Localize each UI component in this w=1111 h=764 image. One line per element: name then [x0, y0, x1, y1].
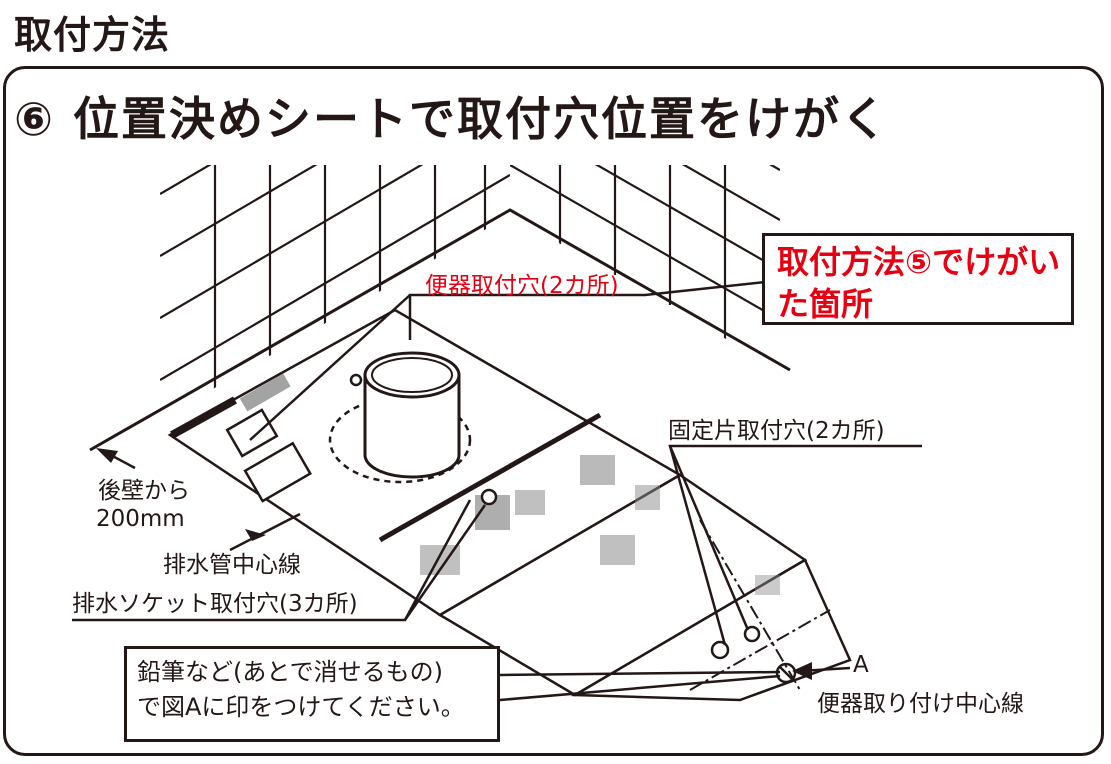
leader-lines	[72, 280, 922, 702]
callout-line-2: た箇所	[777, 284, 874, 323]
arrow-heads	[96, 448, 812, 680]
note-line-2: で図Aに印をつけてください。	[137, 692, 465, 721]
label-drain-center: 排水管中心線	[163, 552, 301, 578]
note-line-1: 鉛筆など(あとで消せるもの)	[137, 658, 444, 686]
callout-box: 取付方法⑤でけがい た箇所	[762, 233, 1074, 325]
step-frame	[3, 66, 1104, 756]
label-toilet-holes: 便器取付穴(2カ所)	[425, 273, 619, 299]
label-back-wall-1: 後壁から	[98, 478, 190, 504]
step-title: ⑥ 位置決めシートで取付穴位置をけがく	[14, 92, 889, 146]
center-lines	[689, 519, 831, 691]
label-mark-a: A	[853, 652, 869, 678]
sheet-holes	[349, 373, 761, 660]
callout-line-1: 取付方法⑤でけがい	[777, 243, 1061, 281]
right-wall-tiles	[510, 165, 780, 340]
label-toilet-center: 便器取り付け中心線	[817, 691, 1024, 717]
callout-text: 取付方法⑤でけがい た箇所	[777, 242, 1067, 325]
room-edges	[89, 208, 791, 452]
label-back-wall-2: 200mm	[96, 506, 185, 532]
left-wall-tiles	[160, 165, 510, 400]
page-heading: 取付方法	[14, 13, 171, 57]
note-text: 鉛筆など(あとで消せるもの) で図Aに印をつけてください。	[137, 655, 465, 725]
label-fixing-holes: 固定片取付穴(2カ所)	[668, 418, 885, 444]
drain-pipe	[363, 351, 461, 479]
label-socket-holes: 排水ソケット取付穴(3カ所)	[72, 591, 358, 617]
note-box: 鉛筆など(あとで消せるもの) で図Aに印をつけてください。	[124, 646, 500, 742]
